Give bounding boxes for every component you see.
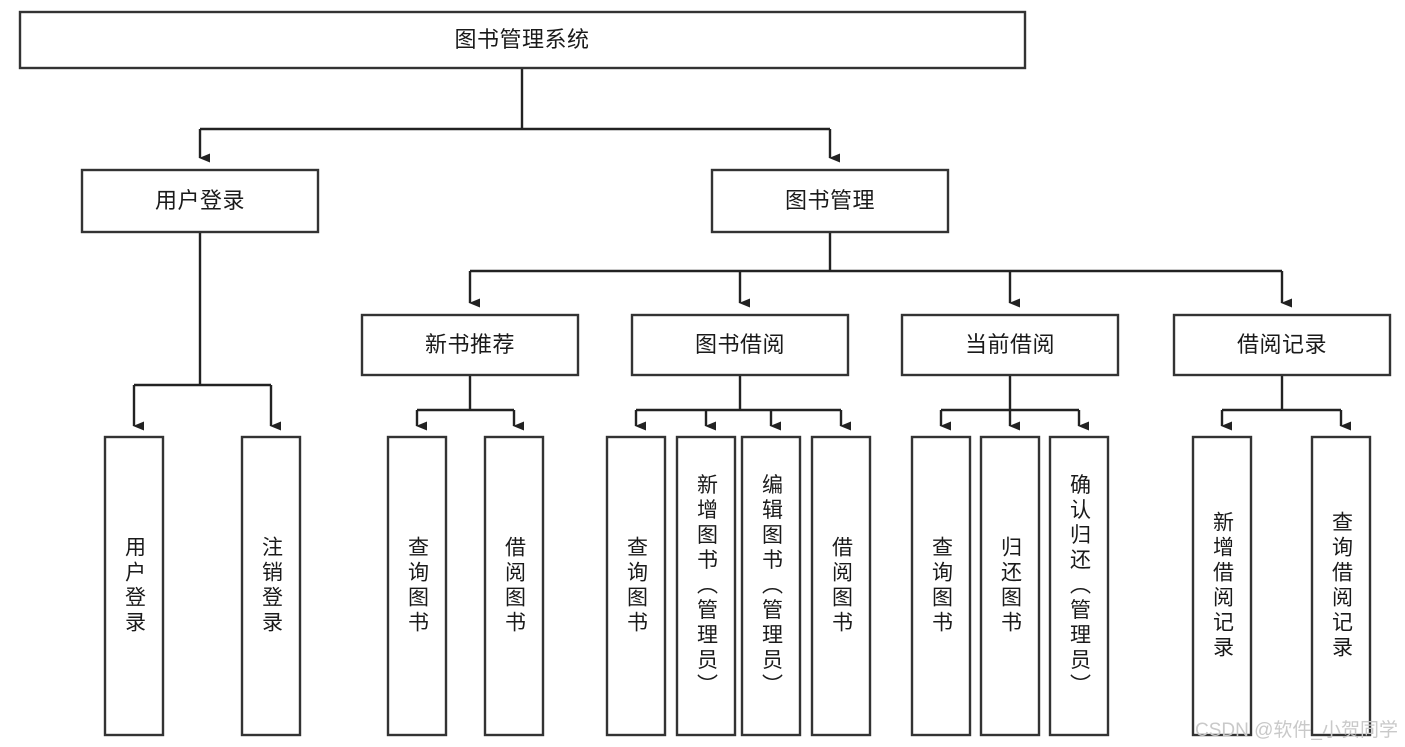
connector-group-book-manage-to-level3	[468, 232, 1292, 308]
leaf-node-return-book-label: 归还图书	[999, 536, 1023, 636]
leaf-node-confirm-return-box[interactable]	[1048, 435, 1110, 737]
leaf-node-confirm-return-label: 确认归还（管理员）	[1068, 474, 1092, 699]
leaf-node-borrow-book-recommend[interactable]: 借阅图书	[483, 435, 545, 737]
connector-group-root-to-level2	[198, 68, 840, 163]
node-current-borrow-box[interactable]	[900, 313, 1120, 377]
leaf-node-query-book-current[interactable]: 查询图书	[910, 435, 972, 737]
connector-group-current-borrow-leaves	[939, 375, 1089, 431]
leaf-node-return-book-box[interactable]	[979, 435, 1041, 737]
node-book-borrow[interactable]: 图书借阅	[630, 313, 850, 377]
leaf-node-query-book-current-box[interactable]	[910, 435, 972, 737]
leaf-node-borrow-book-recommend-box[interactable]	[483, 435, 545, 737]
node-root-system-label: 图书管理系统	[454, 27, 589, 52]
node-book-manage-label: 图书管理	[785, 188, 875, 213]
leaf-node-add-borrow-record-box[interactable]	[1191, 435, 1253, 737]
leaf-node-borrow-book-label: 借阅图书	[830, 536, 854, 636]
node-root-system[interactable]: 图书管理系统	[18, 10, 1027, 70]
node-user-login-label: 用户登录	[155, 188, 245, 213]
leaf-node-query-book-borrow-label: 查询图书	[625, 536, 649, 636]
leaf-node-user-login[interactable]: 用户登录	[103, 435, 165, 737]
leaf-node-user-login-box[interactable]	[103, 435, 165, 737]
leaf-node-user-login-label: 用户登录	[123, 536, 147, 636]
leaf-node-add-book-box[interactable]	[675, 435, 737, 737]
leaf-node-query-borrow-record-label: 查询借阅记录	[1330, 511, 1354, 661]
leaf-node-confirm-return[interactable]: 确认归还（管理员）	[1048, 435, 1110, 737]
leaf-node-add-borrow-record[interactable]: 新增借阅记录	[1191, 435, 1253, 737]
leaf-node-borrow-book-box[interactable]	[810, 435, 872, 737]
node-current-borrow-label: 当前借阅	[965, 332, 1055, 357]
node-book-manage-box[interactable]	[710, 168, 950, 234]
leaf-node-borrow-book-recommend-label: 借阅图书	[503, 536, 527, 636]
node-borrow-record-box[interactable]	[1172, 313, 1392, 377]
leaf-node-add-borrow-record-label: 新增借阅记录	[1211, 511, 1235, 661]
connector-group-book-borrow-leaves	[634, 375, 851, 431]
node-book-borrow-box[interactable]	[630, 313, 850, 377]
node-root-system-box[interactable]	[18, 10, 1027, 70]
node-book-borrow-label: 图书借阅	[695, 332, 785, 357]
leaf-node-logout-box[interactable]	[240, 435, 302, 737]
node-borrow-record-label: 借阅记录	[1237, 332, 1327, 357]
node-user-login[interactable]: 用户登录	[80, 168, 320, 234]
node-new-book-recommend-label: 新书推荐	[425, 332, 515, 357]
node-current-borrow[interactable]: 当前借阅	[900, 313, 1120, 377]
leaf-node-query-book-recommend[interactable]: 查询图书	[386, 435, 448, 737]
connector-group-borrow-record-leaves	[1220, 375, 1351, 431]
node-user-login-box[interactable]	[80, 168, 320, 234]
connector-group-user-login-leaves	[132, 232, 281, 431]
node-new-book-recommend[interactable]: 新书推荐	[360, 313, 580, 377]
leaf-node-add-book-label: 新增图书（管理员）	[695, 474, 719, 699]
leaf-node-query-book-borrow[interactable]: 查询图书	[605, 435, 667, 737]
leaf-node-query-book-recommend-box[interactable]	[386, 435, 448, 737]
leaf-node-logout-label: 注销登录	[260, 536, 284, 636]
node-book-manage[interactable]: 图书管理	[710, 168, 950, 234]
leaf-node-edit-book[interactable]: 编辑图书（管理员）	[740, 435, 802, 737]
leaf-node-edit-book-box[interactable]	[740, 435, 802, 737]
leaf-node-query-borrow-record-box[interactable]	[1310, 435, 1372, 737]
csdn-watermark: CSDN @软件_小贺同学	[1195, 719, 1398, 741]
leaf-node-query-book-recommend-label: 查询图书	[406, 536, 430, 636]
node-new-book-recommend-box[interactable]	[360, 313, 580, 377]
leaf-node-add-book[interactable]: 新增图书（管理员）	[675, 435, 737, 737]
leaf-node-query-borrow-record[interactable]: 查询借阅记录	[1310, 435, 1372, 737]
leaf-node-query-book-borrow-box[interactable]	[605, 435, 667, 737]
node-borrow-record[interactable]: 借阅记录	[1172, 313, 1392, 377]
leaf-node-return-book[interactable]: 归还图书	[979, 435, 1041, 737]
leaf-node-edit-book-label: 编辑图书（管理员）	[760, 474, 784, 699]
leaf-node-borrow-book[interactable]: 借阅图书	[810, 435, 872, 737]
connector-group-new-book-leaves	[415, 375, 524, 431]
leaf-node-logout[interactable]: 注销登录	[240, 435, 302, 737]
leaf-node-query-book-current-label: 查询图书	[930, 536, 954, 636]
